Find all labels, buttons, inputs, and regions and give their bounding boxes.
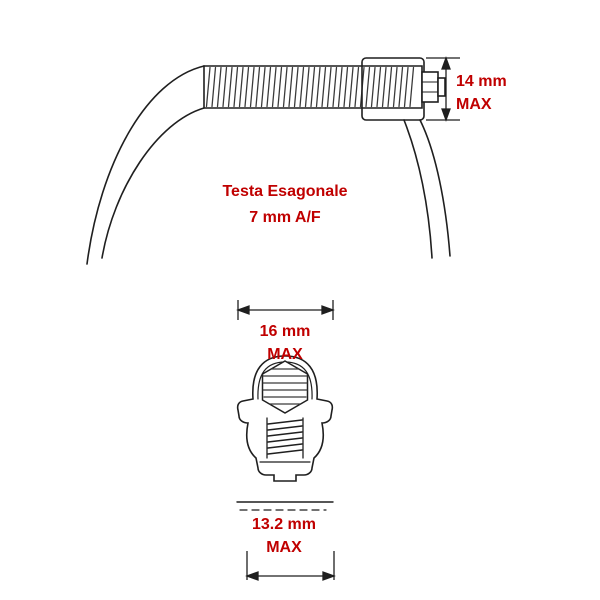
- dimension-16mm: [236, 300, 335, 320]
- clamp-side-view: [86, 57, 451, 265]
- clamp-head-view: [236, 355, 334, 511]
- dimension-qualifier: MAX: [266, 539, 302, 556]
- dimension-qualifier: MAX: [456, 96, 492, 113]
- screw-head: [421, 71, 439, 103]
- arrowhead-right-icon: [321, 305, 335, 315]
- arrowhead-left-icon: [245, 571, 259, 581]
- dimension-13-2mm: [245, 551, 336, 581]
- hex-hatching: [262, 368, 308, 405]
- band-serrations: [205, 66, 415, 108]
- dimension-value: 13.2 mm: [251, 516, 317, 533]
- dimension-14mm-label: 14 mm MAX: [456, 70, 507, 116]
- arrowhead-right-icon: [322, 571, 336, 581]
- band-arc-right-outer: [419, 119, 451, 257]
- band-arc-left-inner: [101, 107, 205, 259]
- dimension-value: 14 mm: [456, 73, 507, 90]
- worm-thread-coils: [267, 419, 303, 455]
- arrowhead-down-icon: [441, 108, 451, 122]
- screw-tip: [437, 77, 446, 97]
- band-arc-left-outer: [86, 65, 205, 265]
- dimension-16mm-label: 16 mm MAX: [233, 320, 337, 366]
- hex-screw-head: [261, 360, 309, 414]
- dimension-qualifier: MAX: [267, 346, 303, 363]
- note-line-2: 7 mm A/F: [249, 209, 321, 226]
- dimension-value: 16 mm: [259, 323, 311, 340]
- note-line-1: Testa Esagonale: [222, 183, 348, 200]
- arrowhead-left-icon: [236, 305, 250, 315]
- dimension-14mm: [426, 56, 460, 122]
- hex-head-note: Testa Esagonale 7 mm A/F: [195, 179, 375, 231]
- band-arc-right-inner: [403, 119, 433, 259]
- head-outline: [236, 355, 334, 482]
- arrowhead-up-icon: [441, 56, 451, 70]
- dimension-13-2mm-label: 13.2 mm MAX: [228, 513, 340, 559]
